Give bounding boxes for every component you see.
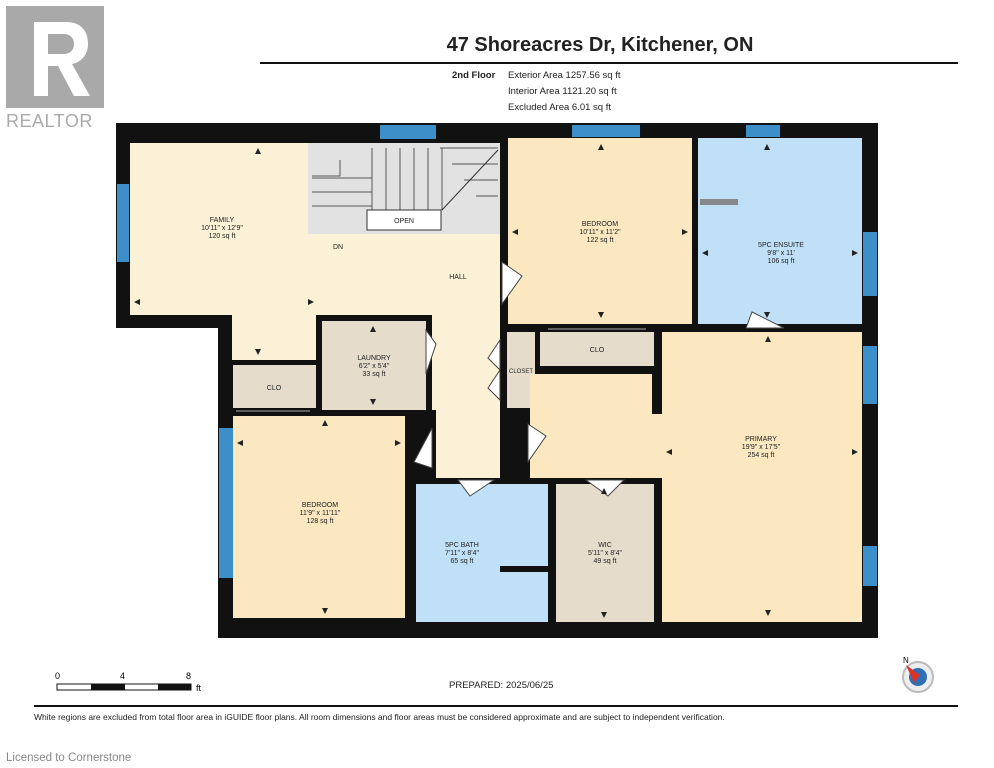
wall-ensuite-stub [700,199,738,205]
realtor-wordmark: REALTOR [6,111,93,131]
page-title: 47 Shoreacres Dr, Kitchener, ON [446,34,754,56]
realtor-r-logo [6,6,104,108]
open-label: OPEN [394,218,414,225]
scale-bar [56,683,192,691]
room-ensuite [698,138,862,324]
dn-label: DN [333,244,343,251]
room-bedroom-top [508,138,692,324]
room-clo-left [233,365,316,408]
clo-right-label: CLO [590,347,605,354]
windows [117,125,877,586]
footer-rule [34,705,958,707]
room-primary [530,332,862,622]
compass-n: N [903,656,909,665]
hall-label: HALL [449,274,467,281]
room-bedroom-bottom [233,416,405,618]
room-laundry [322,321,426,410]
scale-label-4: 4 [120,671,125,681]
dimension-arrows [134,144,858,618]
room-family-hall [130,143,500,478]
wall-bath-stub [500,566,548,572]
doors [413,261,785,497]
stair-treads [312,147,499,211]
scale-label-0: 0 [55,671,60,681]
room-clo-right [540,332,654,366]
room-wic [556,484,654,622]
compass-icon [902,661,934,693]
title-rule [260,62,958,64]
disclaimer: White regions are excluded from total fl… [34,712,725,722]
scale-label-8: 8 [186,671,191,681]
floor-label: 2nd Floor [452,70,496,81]
room-bath [416,484,548,622]
scale-unit: ft [196,683,202,693]
excluded-area: Excluded Area 6.01 sq ft [508,102,611,113]
closet-label: CLOSET [509,369,533,375]
interior-area: Interior Area 1121.20 sq ft [508,86,617,97]
exterior-area: Exterior Area 1257.56 sq ft [508,70,621,81]
prepared-date: PREPARED: 2025/06/25 [449,680,554,691]
open-box [366,209,442,231]
closet-doors [236,328,646,412]
licensed-to: Licensed to Cornerstone [6,752,132,764]
clo-left-label: CLO [267,385,282,392]
